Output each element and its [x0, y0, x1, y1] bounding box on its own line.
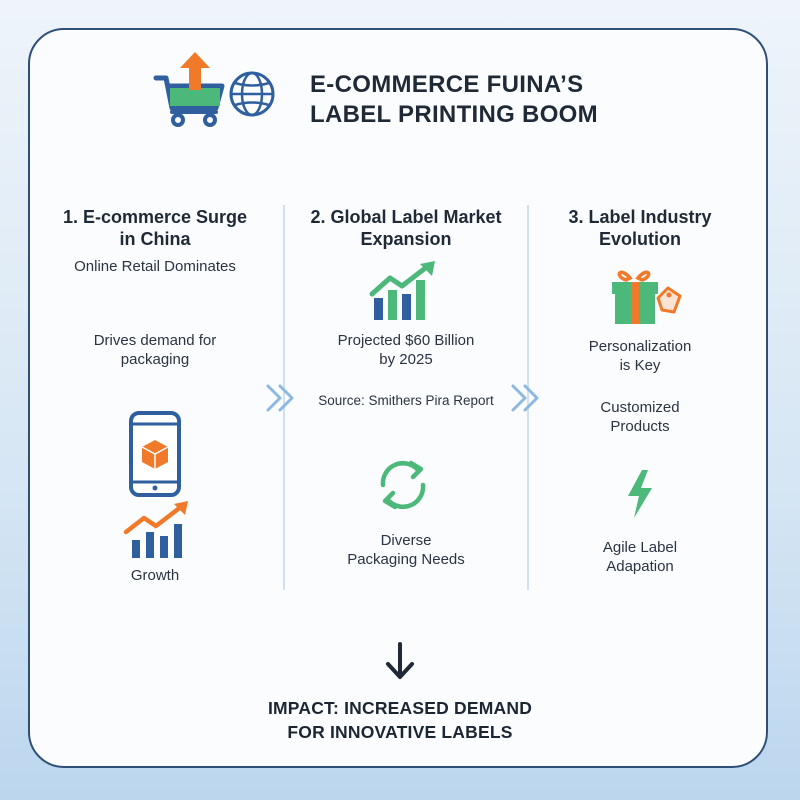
- chevron-right-icon: [262, 380, 302, 416]
- column-2-heading: 2. Global Label Market Expansion: [285, 206, 527, 250]
- column-2-item-diverse-line-1: Diverse: [380, 532, 432, 549]
- gift-tag-icon: [606, 262, 686, 328]
- column-3-heading-line-1: 3. Label Industry: [568, 207, 712, 227]
- column-3-item-agile: Agile Label Adapation: [529, 538, 751, 576]
- upload-arrow-icon: [178, 50, 212, 94]
- column-2-item-diverse: Diverse Packaging Needs: [285, 531, 527, 569]
- column-3-item-customized-line-1: Customized: [600, 399, 680, 416]
- column-2-item-projected-line-1: Projected $60 Billion: [337, 332, 475, 349]
- column-3-item-agile-line-2: Adapation: [606, 558, 674, 575]
- column-3-heading-line-2: Evolution: [599, 229, 681, 249]
- title-line-1: E-COMMERCE FUINA’S: [310, 71, 584, 98]
- column-2-item-projected-line-2: by 2025: [379, 351, 433, 368]
- smartphone-box-icon: [128, 410, 182, 498]
- column-3-item-personalization-line-1: Personalization: [588, 338, 692, 355]
- column-divider: [283, 205, 285, 590]
- column-2-heading-line-2: Expansion: [360, 229, 452, 249]
- column-3-heading: 3. Label Industry Evolution: [529, 206, 751, 250]
- impact-line-2: FOR INNOVATIVE LABELS: [287, 722, 513, 742]
- column-1-item-drives-demand-line-2: packaging: [120, 351, 190, 368]
- arrow-down-icon: [383, 640, 417, 682]
- column-1-heading-line-2: in China: [119, 229, 191, 249]
- page-title: E-COMMERCE FUINA’S LABEL PRINTING BOOM: [310, 70, 630, 130]
- column-2-item-diverse-line-2: Packaging Needs: [347, 551, 465, 568]
- column-2-item-source: Source: Smithers Pira Report: [318, 393, 494, 408]
- column-3-item-agile-line-1: Agile Label: [602, 539, 678, 556]
- impact-statement: IMPACT: INCREASED DEMAND FOR INNOVATIVE …: [200, 696, 600, 744]
- column-1-item-online-retail: Online Retail Dominates: [74, 258, 236, 275]
- column-1-heading-line-1: 1. E-commerce Surge: [62, 207, 248, 227]
- column-3-item-customized: Customized Products: [529, 398, 751, 436]
- column-2-item-projected: Projected $60 Billion by 2025: [285, 331, 527, 369]
- chevron-right-icon: [507, 380, 547, 416]
- column-1-heading: 1. E-commerce Surge in China: [40, 206, 270, 250]
- column-1-item-growth: Growth: [130, 567, 180, 584]
- globe-icon: [228, 70, 276, 118]
- bar-chart-trend-icon: [368, 258, 440, 322]
- title-line-2: LABEL PRINTING BOOM: [310, 101, 598, 128]
- growth-chart-icon: [122, 498, 194, 560]
- column-1-item-drives-demand-line-1: Drives demand for: [93, 332, 217, 349]
- lightning-icon: [622, 468, 658, 520]
- refresh-cycle-icon: [373, 457, 433, 513]
- impact-line-1: IMPACT: INCREASED DEMAND: [267, 698, 533, 718]
- column-1-item-drives-demand: Drives demand for packaging: [40, 331, 270, 369]
- column-3-item-personalization-line-2: is Key: [619, 357, 661, 374]
- shopping-cart-icon: [150, 60, 230, 140]
- column-2-heading-line-1: 2. Global Label Market: [310, 207, 502, 227]
- column-divider: [527, 205, 529, 590]
- column-3-item-personalization: Personalization is Key: [529, 337, 751, 375]
- column-3-item-customized-line-2: Products: [610, 418, 670, 435]
